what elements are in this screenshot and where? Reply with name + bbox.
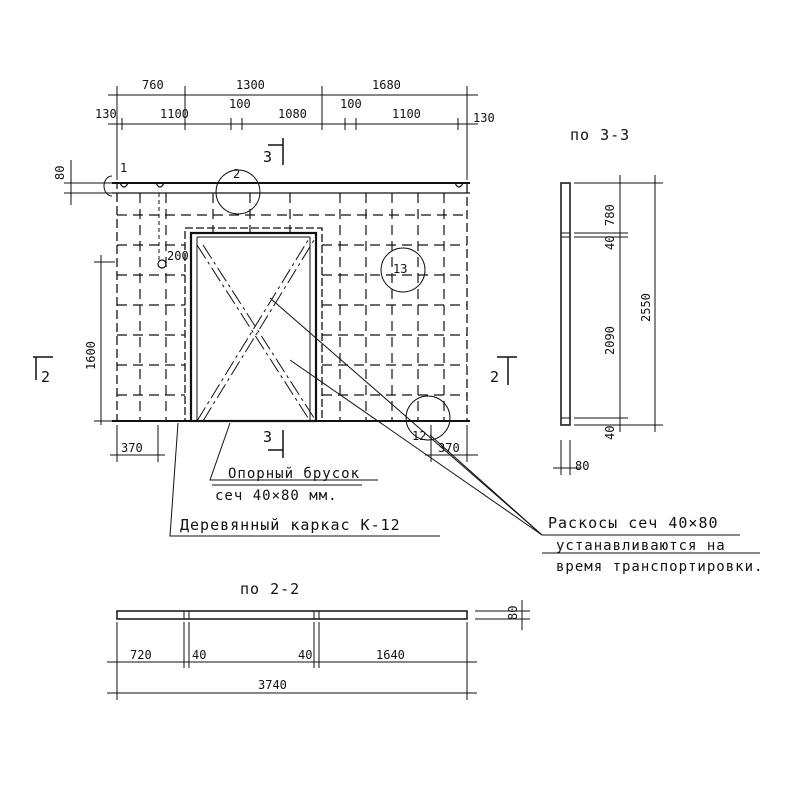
left-dim-80: 80 xyxy=(53,166,67,180)
leader-lines xyxy=(169,297,760,554)
section-3-3: по 3-3 780 40 2090 40 2550 80 xyxy=(553,126,663,475)
s33-dim-2090: 2090 xyxy=(603,326,617,355)
callout-1: 1 xyxy=(103,161,127,197)
section-2-2-title: по 2-2 xyxy=(240,580,300,598)
top-dim-labels: 760 1300 1680 130 1100 100 1080 100 1100… xyxy=(95,78,495,125)
braces-note-line2: устанавливаются на xyxy=(556,538,726,554)
s22-dim-40-right: 40 xyxy=(298,648,312,662)
svg-text:2: 2 xyxy=(41,368,51,386)
section-mark-2-left: 2 xyxy=(33,356,53,386)
svg-text:3: 3 xyxy=(263,148,273,166)
s33-dim-780: 780 xyxy=(603,204,617,226)
svg-text:2: 2 xyxy=(233,167,240,181)
callout-2: 2 xyxy=(215,167,261,215)
svg-text:1300: 1300 xyxy=(236,78,265,92)
svg-text:1100: 1100 xyxy=(160,107,189,121)
braces-note: Раскосы сеч 40×80 xyxy=(548,514,719,532)
bottom-dim-right: 370 xyxy=(438,441,460,455)
door-opening-frame xyxy=(184,227,323,423)
s22-dim-1640: 1640 xyxy=(376,648,405,662)
svg-text:1680: 1680 xyxy=(372,78,401,92)
s33-dim-40-top: 40 xyxy=(603,236,617,250)
s33-dim-80: 80 xyxy=(575,459,589,473)
svg-text:12: 12 xyxy=(412,429,426,443)
svg-text:3: 3 xyxy=(263,428,273,446)
plan-view: 200 1 2 13 12 3 3 xyxy=(33,138,517,458)
frame-note: Деревянный каркас К-12 xyxy=(180,516,401,534)
s33-dim-40-bottom: 40 xyxy=(603,426,617,440)
section-3-3-title: по 3-3 xyxy=(570,126,630,144)
svg-text:130: 130 xyxy=(473,111,495,125)
plan-bottom-dimensions xyxy=(110,425,478,462)
svg-text:100: 100 xyxy=(229,97,251,111)
left-dim-1600: 1600 xyxy=(84,341,98,370)
support-bar-section-note: сеч 40×80 мм. xyxy=(215,488,338,504)
svg-text:1100: 1100 xyxy=(392,107,421,121)
braces-note-line3: время транспортировки. xyxy=(556,559,763,575)
plan-top-dimensions xyxy=(108,86,478,180)
section-mark-3-top: 3 xyxy=(263,138,284,166)
s22-dim-3740: 3740 xyxy=(258,678,287,692)
section-2-2: по 2-2 720 40 40 1640 3740 80 xyxy=(107,580,530,700)
s22-dim-40-left: 40 xyxy=(192,648,206,662)
s22-dim-720: 720 xyxy=(130,648,152,662)
svg-text:100: 100 xyxy=(340,97,362,111)
s33-dim-2550: 2550 xyxy=(639,293,653,322)
svg-text:1080: 1080 xyxy=(278,107,307,121)
support-bar-note: Опорный брусок xyxy=(228,466,360,482)
s22-dim-80: 80 xyxy=(506,606,520,620)
callout-12: 12 xyxy=(405,395,451,443)
svg-text:1: 1 xyxy=(120,161,127,175)
svg-text:130: 130 xyxy=(95,107,117,121)
svg-text:2: 2 xyxy=(490,368,500,386)
section-mark-3-bottom: 3 xyxy=(263,428,284,458)
opening-dim-label: 200 xyxy=(167,249,189,263)
plan-left-dimensions xyxy=(64,160,115,425)
svg-text:13: 13 xyxy=(393,262,407,276)
callout-13: 13 xyxy=(380,247,426,293)
svg-text:760: 760 xyxy=(142,78,164,92)
diagonal-braces xyxy=(196,236,317,422)
bottom-dim-left: 370 xyxy=(121,441,143,455)
section-mark-2-right: 2 xyxy=(490,356,517,386)
